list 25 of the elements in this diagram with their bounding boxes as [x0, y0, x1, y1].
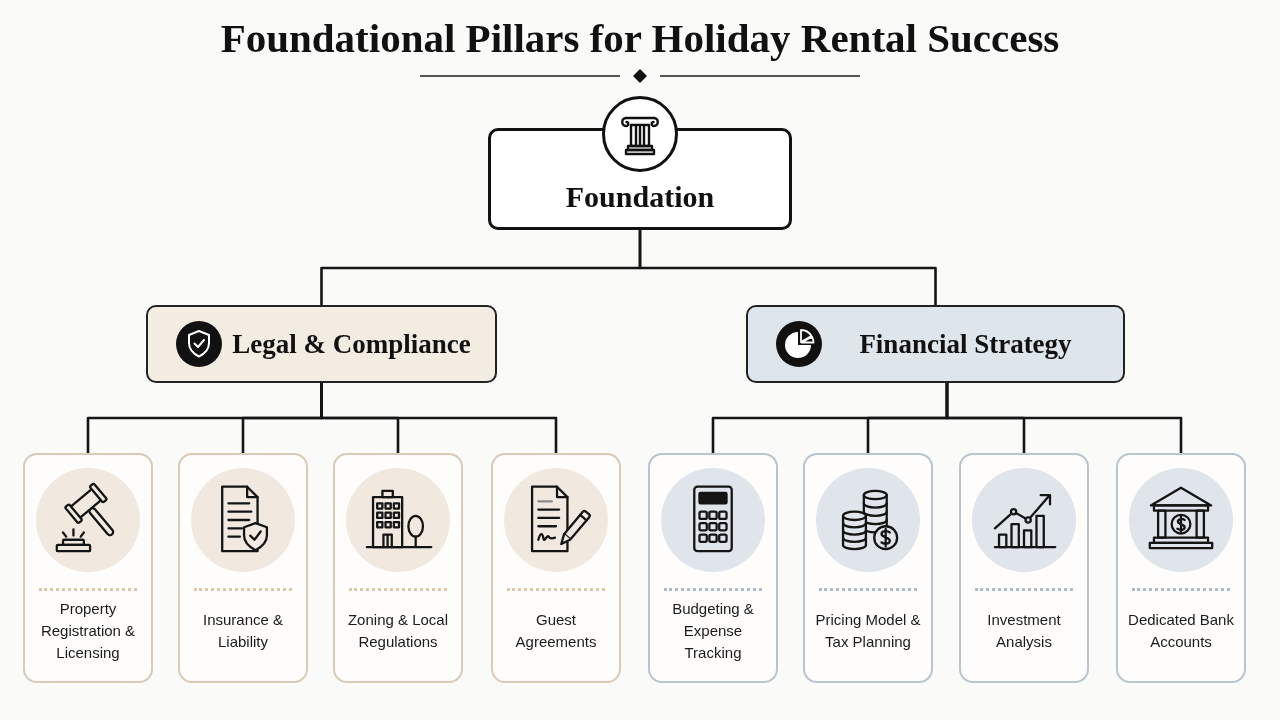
card-label: Insurance & Liability: [201, 610, 284, 652]
category-box: [146, 305, 497, 383]
node-title: Financial Strategy: [859, 328, 1072, 361]
node-title: Legal & Compliance: [232, 328, 471, 361]
topic-card: [23, 453, 153, 683]
topic-card: [491, 453, 621, 683]
topic-card: [333, 453, 463, 683]
topic-card: [178, 453, 308, 683]
card-label: Zoning & Local Regulations: [346, 610, 450, 652]
connector-line: [320, 383, 558, 453]
connector-line: [945, 383, 1183, 453]
card-label: Guest Agreements: [514, 610, 598, 652]
card-label: Property Registration & Licensing: [39, 599, 137, 663]
connector-line: [638, 230, 937, 305]
diagram-title: Foundational Pillars for Holiday Rental Success: [220, 14, 1060, 63]
topic-card: [1116, 453, 1246, 683]
category-box: [746, 305, 1125, 383]
topic-card: [803, 453, 933, 683]
card-label: Dedicated Bank Accounts: [1127, 610, 1235, 652]
card-label: Investment Analysis: [986, 610, 1062, 652]
card-label: Budgeting & Expense Tracking: [671, 599, 755, 663]
topic-card: [959, 453, 1089, 683]
card-label: Pricing Model & Tax Planning: [814, 610, 922, 652]
topic-card: [648, 453, 778, 683]
node-title: Foundation: [565, 179, 715, 215]
